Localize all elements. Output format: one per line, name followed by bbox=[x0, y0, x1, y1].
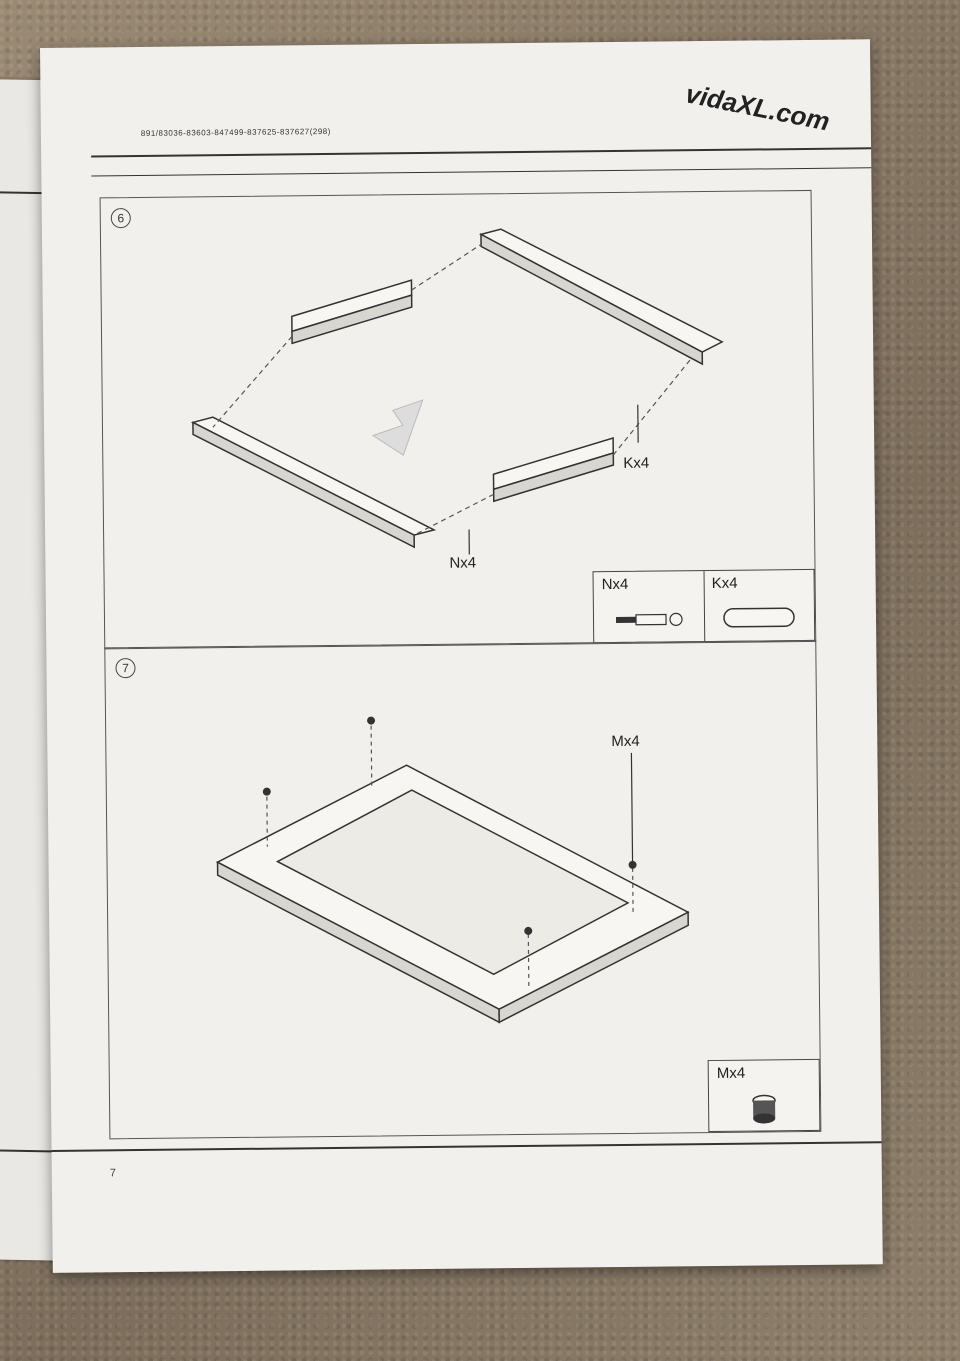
bolt-icon bbox=[615, 612, 683, 626]
dowel-icon bbox=[723, 607, 795, 628]
step-7-diagram bbox=[215, 716, 690, 1024]
page-number: 7 bbox=[109, 1167, 116, 1180]
callout-n: Nx4 bbox=[449, 554, 477, 572]
hardware-legend: Nx4 Kx4 bbox=[592, 568, 816, 644]
arrow-icon bbox=[371, 399, 424, 456]
brand-logo: vidaXL.com bbox=[683, 78, 833, 137]
hardware-item: Kx4 bbox=[704, 570, 815, 641]
callout-m: Mx4 bbox=[611, 732, 640, 751]
hardware-item: Nx4 bbox=[593, 571, 706, 643]
instruction-page: 891/83036-83603-847499-837625-837627(298… bbox=[40, 39, 883, 1273]
document-code: 891/83036-83603-847499-837625-837627(298… bbox=[140, 126, 331, 138]
header-rule bbox=[91, 167, 872, 177]
cam-lock-icon bbox=[752, 1094, 776, 1124]
rail-top-right bbox=[478, 228, 724, 353]
step-6-panel: 6 Nx4 bbox=[99, 189, 817, 650]
callout-k: Kx4 bbox=[623, 454, 650, 472]
hardware-legend: Mx4 bbox=[707, 1058, 821, 1133]
step-7-panel: 7 Mx4 bbox=[104, 639, 822, 1140]
header-rule bbox=[91, 147, 872, 158]
hardware-item: Mx4 bbox=[709, 1060, 820, 1131]
footer-rule bbox=[51, 1141, 882, 1152]
frame-opening bbox=[275, 789, 630, 976]
step-6-diagram bbox=[190, 228, 724, 555]
